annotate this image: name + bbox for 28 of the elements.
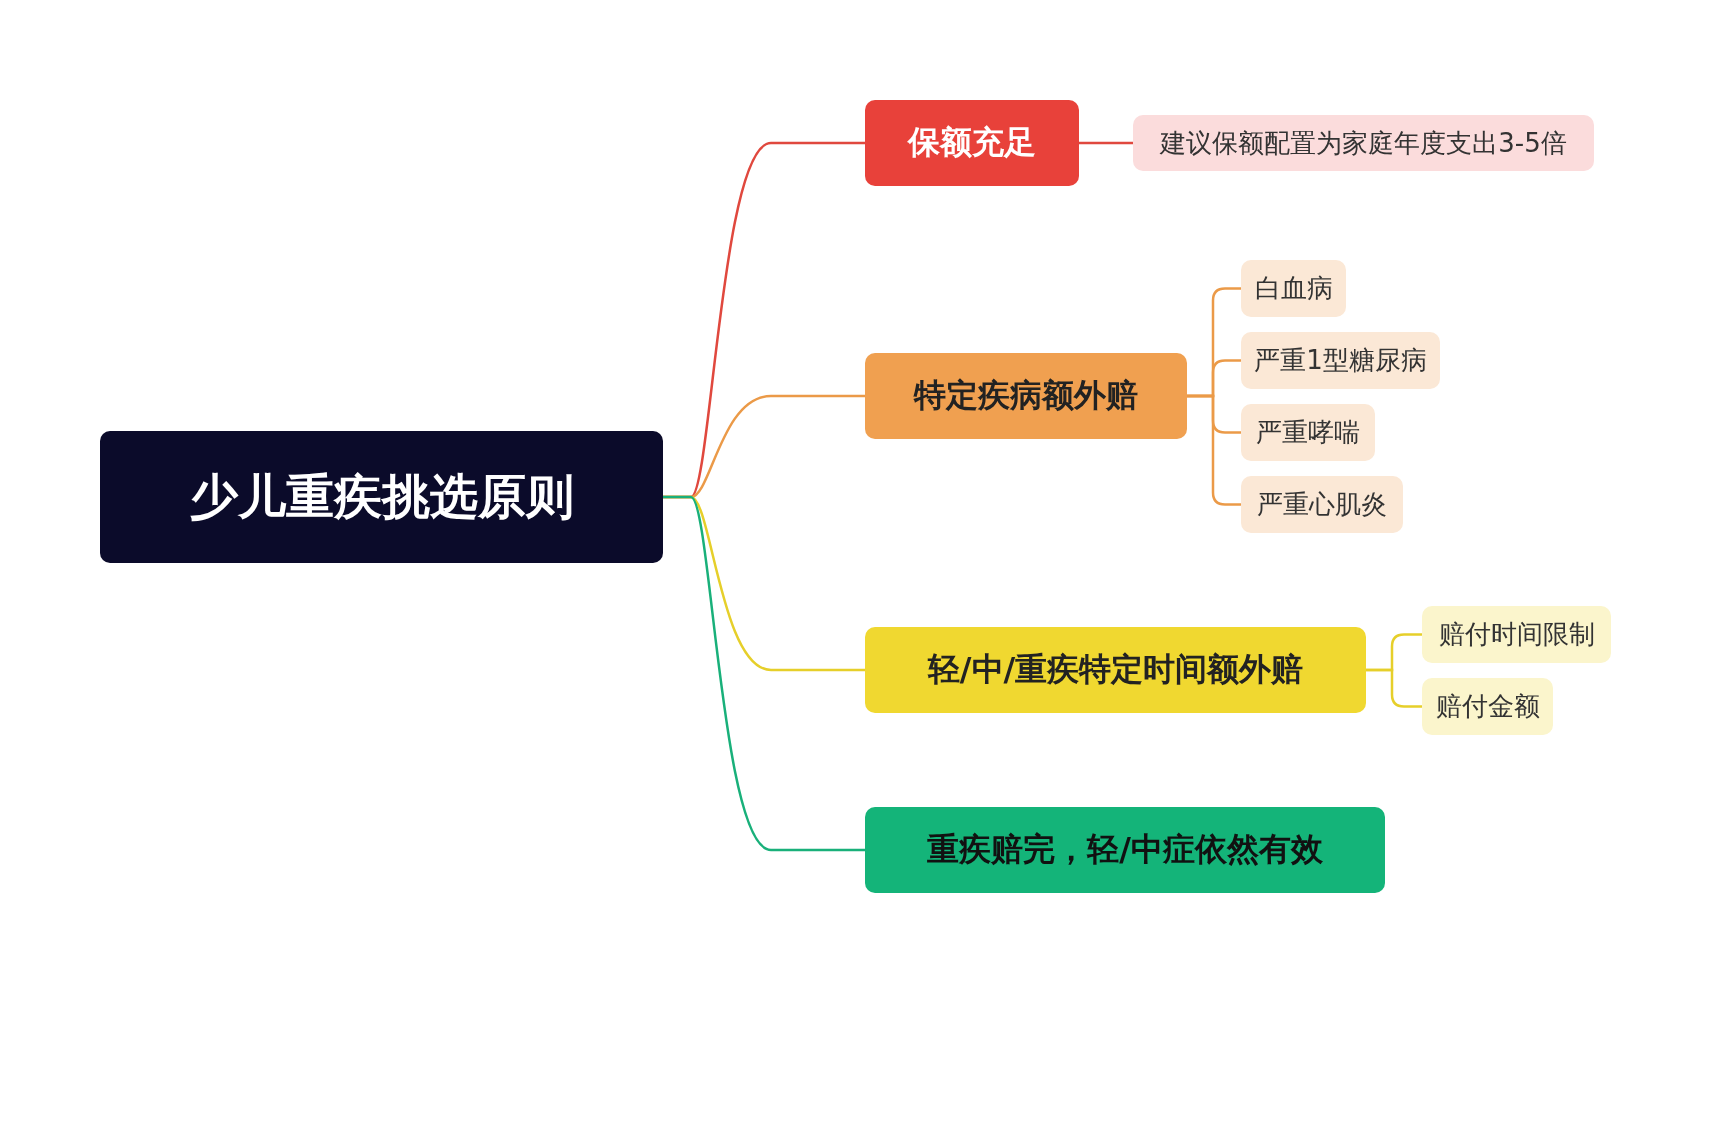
branch-line [1079, 141, 1133, 145]
subtopic-box [1422, 678, 1553, 735]
branch-line [663, 495, 865, 852]
subtopic-box [1241, 332, 1440, 389]
topic-box [865, 100, 1079, 186]
topic-box [865, 353, 1187, 439]
topic-label: 白血病 [1254, 272, 1333, 305]
topic-label: 少儿重疾挑选原则 [189, 467, 574, 526]
topic-label: 保额充足 [908, 122, 1036, 163]
subtopic-box [1422, 606, 1611, 663]
topic-label: 严重1型糖尿病 [1254, 344, 1427, 377]
subtopic-box [1241, 404, 1375, 461]
main-topic-box [100, 431, 663, 563]
subtopic-box [1241, 260, 1346, 317]
topic-label: 赔付金额 [1435, 690, 1540, 723]
subtopic-box [1133, 115, 1594, 171]
subtopic-box [1241, 476, 1403, 533]
topic-box [865, 807, 1385, 893]
topic-label: 严重心肌炎 [1257, 488, 1387, 521]
topic-label: 轻/中/重疾特定时间额外赔 [927, 649, 1304, 690]
topic-box [865, 627, 1366, 713]
branch-line [1366, 668, 1422, 708]
topic-label: 特定疾病额外赔 [914, 375, 1138, 416]
topic-label: 赔付时间限制 [1438, 618, 1595, 651]
branch-line [1187, 394, 1241, 506]
topic-label: 严重哮喘 [1256, 416, 1360, 449]
topic-label: 重疾赔完，轻/中症依然有效 [927, 829, 1323, 870]
topic-label: 建议保额配置为家庭年度支出3-5倍 [1160, 126, 1567, 160]
